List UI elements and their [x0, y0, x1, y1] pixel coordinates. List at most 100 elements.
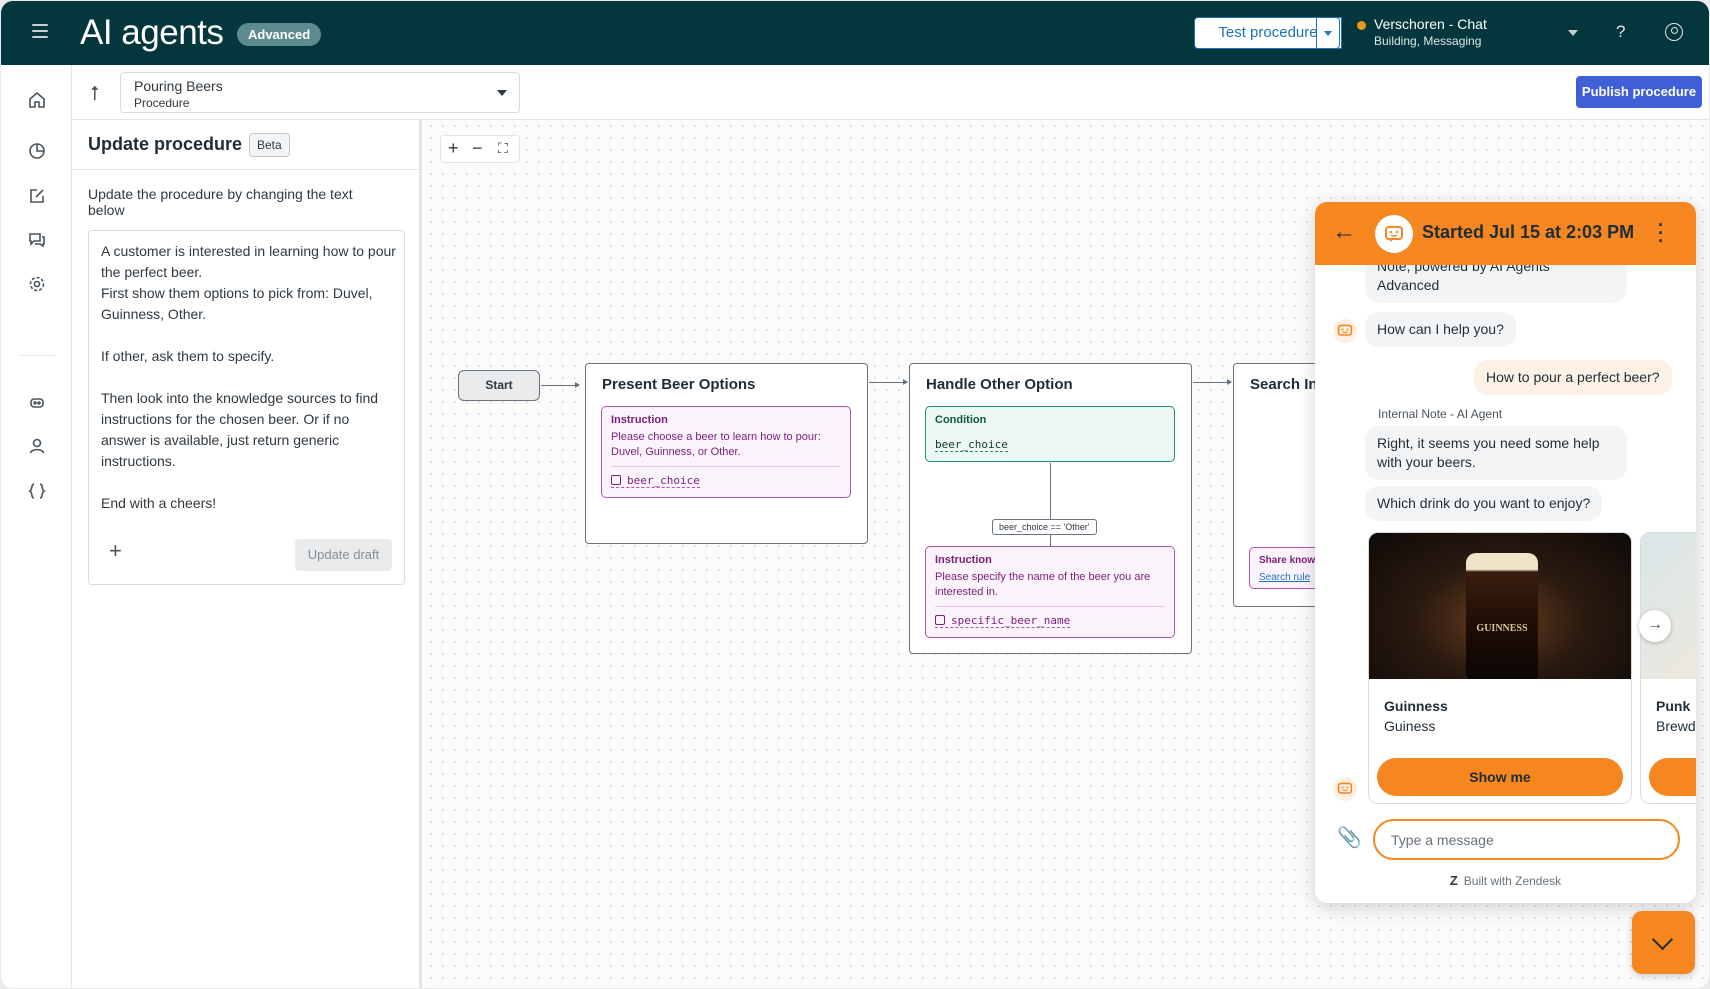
zoom-in-icon[interactable]: +	[448, 138, 459, 158]
step-label: Share know	[1259, 555, 1316, 566]
node-handle-other-option[interactable]: Handle Other Option Condition beer_choic…	[909, 363, 1192, 654]
node-title: Present Beer Options	[602, 376, 756, 393]
card-subtitle: Guiness	[1384, 718, 1436, 734]
node-title: Handle Other Option	[926, 376, 1073, 393]
branch-line	[1050, 463, 1051, 552]
test-procedure-dropdown-icon[interactable]	[1316, 17, 1340, 49]
message-input[interactable]: Type a message	[1373, 819, 1680, 860]
procedure-select[interactable]: Pouring Beers Procedure	[120, 72, 520, 113]
editor-text[interactable]: A customer is interested in learning how…	[101, 243, 396, 511]
user-icon[interactable]	[28, 437, 46, 455]
condition-step[interactable]: Condition beer_choice	[925, 406, 1175, 462]
chat-bot-icon	[1385, 226, 1403, 242]
paperclip-icon[interactable]: 📎	[1337, 827, 1362, 849]
step-label: Instruction	[611, 414, 668, 426]
chevron-down-icon[interactable]	[1568, 30, 1578, 36]
home-icon[interactable]	[28, 91, 46, 109]
update-draft-button[interactable]: Update draft	[295, 539, 392, 571]
chat-messages[interactable]: Note, powered by AI Agents Advanced How …	[1315, 265, 1696, 813]
zendesk-logo-icon: Z	[1449, 873, 1458, 888]
instruction-step[interactable]: Instruction Please choose a beer to lear…	[601, 406, 851, 498]
card-title: Punk	[1656, 698, 1691, 714]
step-divider	[611, 466, 841, 467]
left-nav	[1, 65, 72, 988]
arrow-right-icon[interactable]: →	[1639, 610, 1671, 642]
chat-launcher-button[interactable]	[1632, 911, 1695, 974]
instruction-step[interactable]: Instruction Please specify the name of t…	[925, 546, 1175, 638]
procedure-type: Procedure	[134, 96, 190, 110]
brand-logo: GUINNESS	[1476, 623, 1528, 634]
chat-header: ← Started Jul 15 at 2:03 PM ···	[1315, 202, 1696, 265]
step-label: Instruction	[935, 554, 992, 566]
update-procedure-panel: Update procedure Beta Update the procedu…	[72, 120, 422, 988]
bot-icon[interactable]	[28, 394, 46, 412]
message-bubble: Note, powered by AI Agents Advanced	[1365, 265, 1627, 303]
step-divider	[935, 606, 1165, 607]
chat-bot-icon	[1337, 782, 1353, 794]
product-card: Punk Brewd	[1640, 532, 1696, 804]
card-subtitle: Brewd	[1656, 718, 1696, 734]
beta-badge: Beta	[249, 133, 290, 157]
procedure-text-editor[interactable]: A customer is interested in learning how…	[88, 230, 405, 585]
procedure-toolbar: ⭡ Pouring Beers Procedure Publish proced…	[72, 65, 1709, 120]
back-up-icon[interactable]: ⭡	[90, 83, 100, 105]
settings-icon[interactable]	[28, 275, 46, 293]
nav-divider	[19, 355, 55, 356]
variable-icon	[935, 615, 945, 625]
variable-chip: specific_beer_name	[935, 614, 1071, 628]
card-title: Guinness	[1384, 698, 1448, 714]
chevron-down-icon	[497, 90, 507, 96]
conversations-icon[interactable]	[28, 231, 46, 249]
chat-title: Started Jul 15 at 2:03 PM	[1422, 222, 1635, 242]
arrow-left-icon[interactable]: ←	[1332, 218, 1356, 245]
search-rule-link[interactable]: Search rule	[1259, 572, 1311, 583]
edge-start-present	[541, 382, 580, 388]
product-image	[1641, 533, 1696, 679]
more-options-icon[interactable]: ···	[1658, 215, 1664, 251]
add-icon[interactable]: +	[109, 538, 122, 563]
channel-name[interactable]: Verschoren - Chat	[1374, 16, 1487, 32]
step-label: Condition	[935, 414, 987, 426]
plan-badge: Advanced	[237, 23, 322, 46]
channel-subtitle: Building, Messaging	[1374, 34, 1482, 48]
start-node[interactable]: Start	[458, 370, 540, 401]
fit-view-icon[interactable]: ⛶	[498, 140, 508, 156]
top-header: AI agents Advanced Test procedure Versch…	[1, 1, 1709, 65]
branch-condition-label: beer_choice == 'Other'	[992, 519, 1097, 535]
variable-chip: beer_choice	[611, 474, 700, 488]
variable-icon	[611, 475, 621, 485]
condition-variable: beer_choice	[935, 438, 1008, 452]
zoom-out-icon[interactable]: −	[472, 138, 483, 158]
show-me-button[interactable]: Show me	[1377, 758, 1623, 796]
publish-procedure-button[interactable]: Publish procedure	[1576, 76, 1702, 108]
bot-avatar-small	[1333, 319, 1357, 343]
help-icon[interactable]: ?	[1616, 22, 1626, 41]
profile-icon[interactable]	[1665, 23, 1683, 41]
bot-avatar-small	[1333, 777, 1357, 801]
node-title: Search In	[1250, 376, 1318, 393]
procedure-name: Pouring Beers	[134, 78, 223, 94]
edge-present-handle	[869, 379, 908, 385]
internal-note-label: Internal Note - AI Agent	[1378, 407, 1503, 421]
panel-title: Update procedure	[88, 134, 243, 154]
app-title: AI agents	[80, 13, 224, 52]
node-present-beer-options[interactable]: Present Beer Options Instruction Please …	[585, 363, 868, 544]
code-braces-icon[interactable]	[27, 482, 47, 500]
panel-divider	[72, 169, 419, 170]
message-bubble: Which drink do you want to enjoy?	[1365, 486, 1603, 521]
beer-glass-image: GUINNESS	[1466, 553, 1538, 679]
chat-bot-icon	[1337, 324, 1353, 336]
edge-handle-search	[1193, 379, 1232, 385]
edit-icon[interactable]	[28, 187, 46, 205]
bot-avatar	[1375, 215, 1413, 253]
card-button[interactable]	[1649, 758, 1696, 796]
menu-icon[interactable]	[32, 24, 48, 38]
product-card: GUINNESS Guinness Guiness Show me	[1368, 532, 1632, 804]
step-text: Please specify the name of the beer you …	[935, 571, 1151, 598]
analytics-icon[interactable]	[28, 142, 46, 160]
panel-description: Update the procedure by changing the tex…	[88, 186, 353, 218]
user-message-bubble: How to pour a perfect beer?	[1474, 360, 1672, 395]
